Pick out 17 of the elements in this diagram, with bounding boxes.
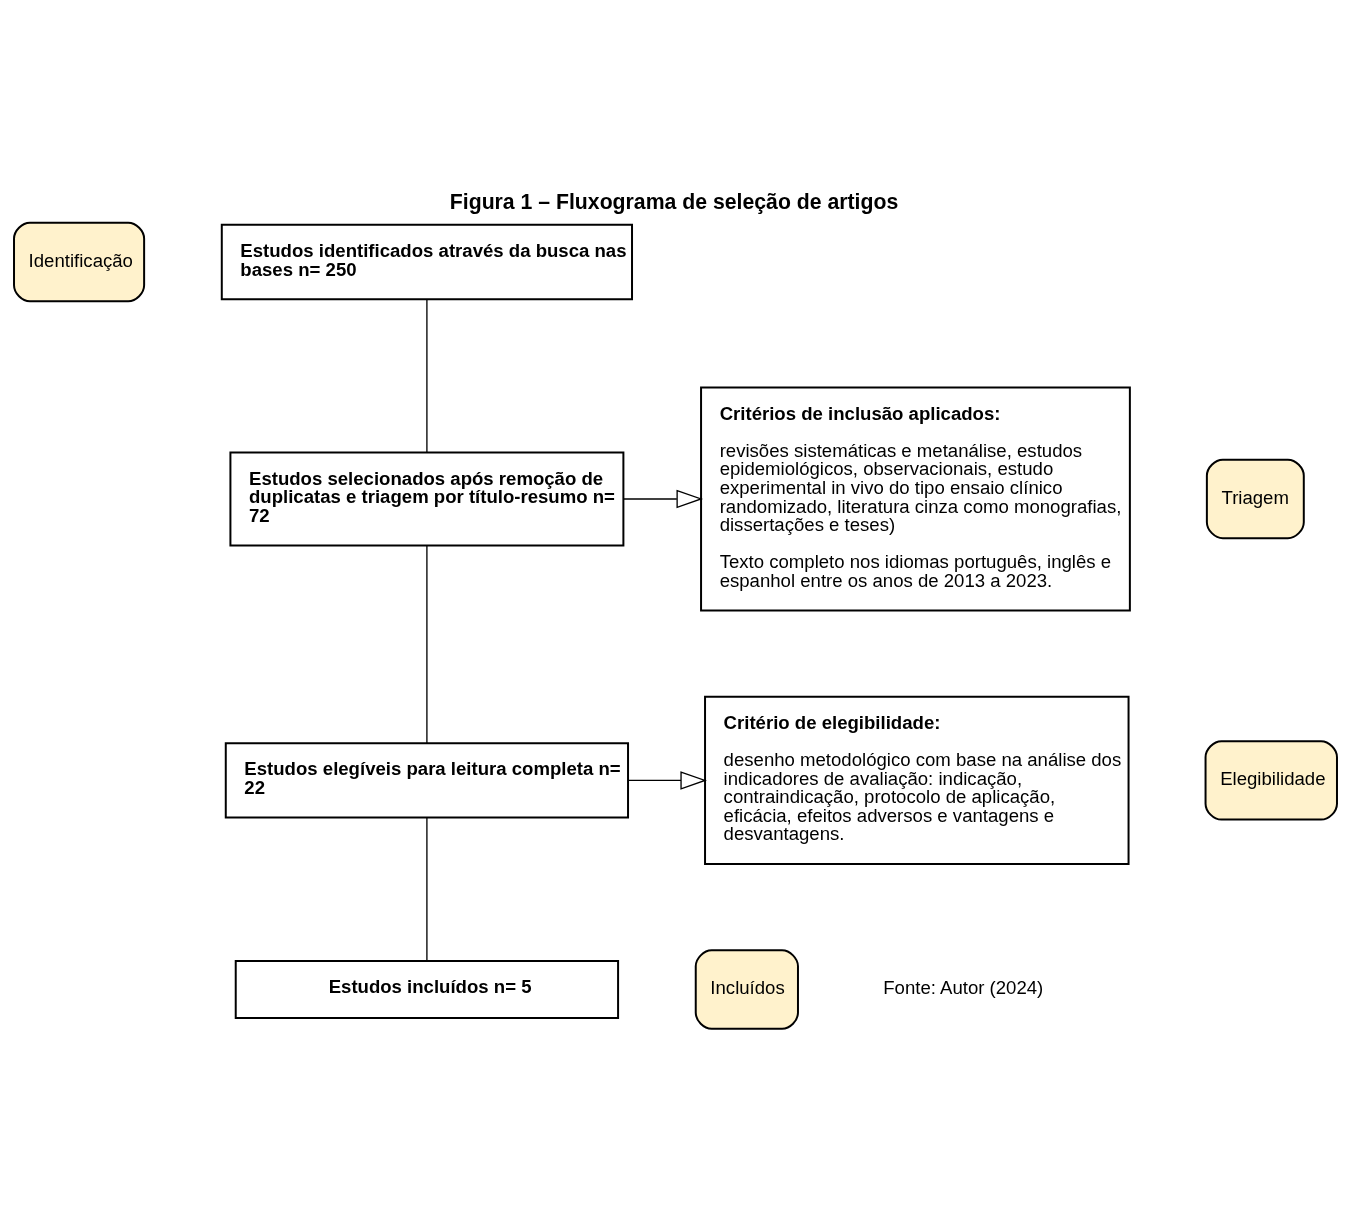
connector [426,816,428,961]
arrow [622,489,704,508]
label: Fonte: Autor (2024) [883,976,1044,998]
connector [426,544,428,744]
node-box: Elegibilidade [1204,739,1338,821]
node-box: Estudos selecionados após remoção de duplicatas e triagem por título-resumo n= 72 [229,451,625,546]
connector [426,298,428,453]
node-box: Estudos incluídos n= 5 [234,959,620,1019]
node-box: Estudos elegíveis para leitura completa n= 22 [224,741,630,819]
node-box: Critérios de inclusão aplicados: revisões sistemáticas e metanálise, estudos epidemiológicos, observacionais, estudo experimental in vivo do tipo ensaio clínico randomizado, literatura cinza como monografias, dissertações e teses) Texto completo nos idiomas português, inglês e espanhol entre os anos de 2013 a 2023. [700,385,1131,611]
node-box: Critério de elegibilidade: desenho metodológico com base na análise dos indicadores de avaliação: indicação, contraindicação, protocolo de aplicação, eficácia, efeitos adversos e vantagens e desvantagens. [704,695,1130,865]
node-box: Triagem [1205,458,1305,539]
node-box: Identificação [13,221,146,302]
arrow [627,770,707,790]
diagram-title: Figura 1 – Fluxograma de seleção de artigos [449,189,899,214]
node-box: Estudos identificados através da busca nas bases n= 250 [220,223,633,300]
node-box: Incluídos [694,948,799,1030]
